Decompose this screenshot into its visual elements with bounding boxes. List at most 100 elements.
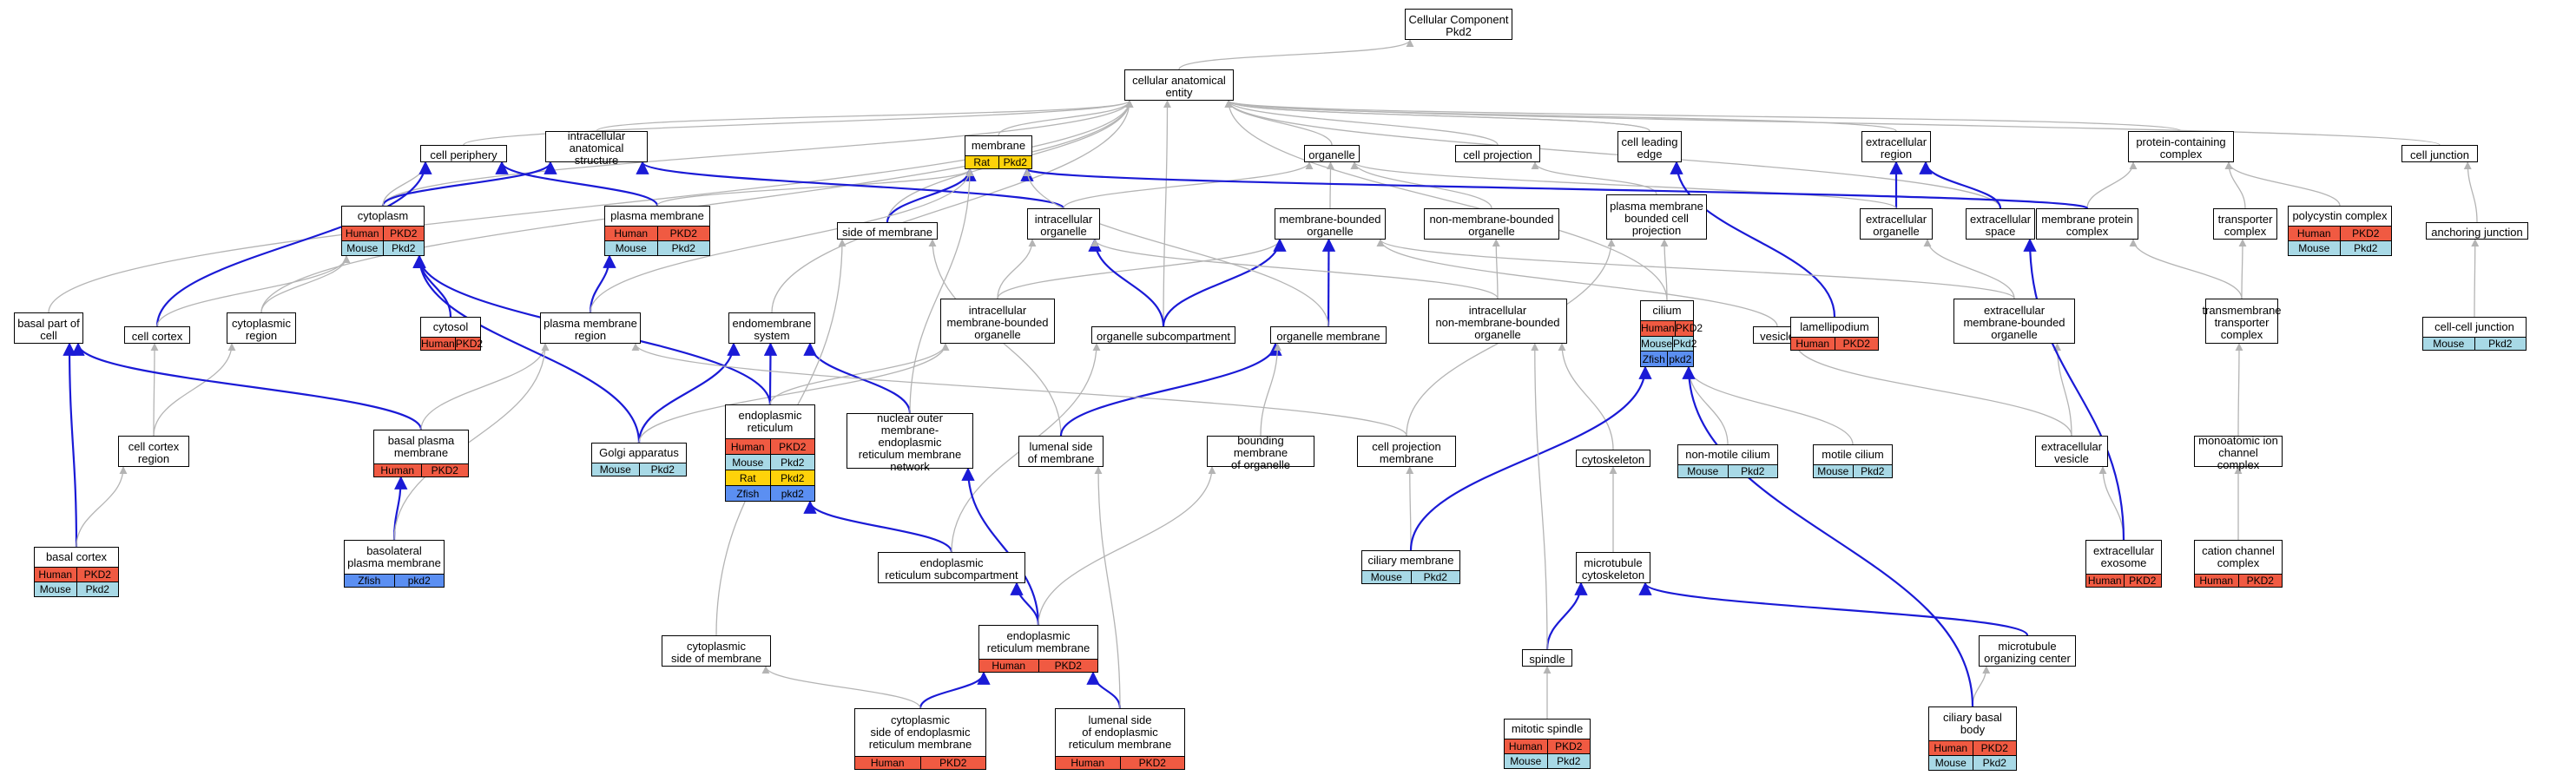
term-label: cytoskeleton <box>1581 453 1645 466</box>
term-label: side of membrane <box>841 226 933 239</box>
gene-label: Pkd2 <box>76 582 119 596</box>
term-label: intracellular anatomical structure <box>567 129 626 167</box>
term-label: cytoplasm <box>357 209 409 222</box>
relation-edge-is-a <box>1531 343 1548 650</box>
go-term-anchoring-junction: anchoring junction <box>2426 222 2528 240</box>
term-label: extracellular organelle <box>1865 213 1927 238</box>
go-term-organelle-subcompartment: organelle subcompartment <box>1091 326 1235 344</box>
go-term-pm-bounded-cell-projection: plasma membrane bounded cell projection <box>1606 194 1707 240</box>
go-term-protein-containing: protein-containing complex <box>2128 131 2234 162</box>
gene-label: Pkd2 <box>1546 754 1591 768</box>
gene-label: PKD2 <box>2123 575 2162 587</box>
go-term-vesicle: vesicle <box>1753 326 1802 344</box>
gene-label: PKD2 <box>1038 660 1098 672</box>
relation-edge-is-a <box>1350 161 1897 209</box>
term-label: intracellular non-membrane-bounded organ… <box>1435 304 1560 341</box>
go-term-nuclear-outer: nuclear outer membrane-endoplasmic retic… <box>847 412 973 473</box>
relation-edge-part-of <box>1638 582 2029 636</box>
relation-edge-is-a <box>2224 161 2246 209</box>
term-label: anchoring junction <box>2431 226 2523 239</box>
term-label: Cellular Component Pkd2 <box>1408 13 1509 38</box>
relation-edge-is-a <box>1094 466 1121 709</box>
go-term-intracellular-mbo: intracellular membrane-bounded organelle <box>940 299 1055 344</box>
term-label: microtubule cytoskeleton <box>1581 556 1645 582</box>
term-label: Golgi apparatus <box>599 446 679 459</box>
term-label: extracellular space <box>1969 213 2032 238</box>
go-term-cell-periphery: cell periphery <box>420 145 507 162</box>
term-label: plasma membrane <box>610 209 704 222</box>
gene-label: PKD2 <box>1119 757 1185 769</box>
gene-label: Pkd2 <box>2339 241 2392 255</box>
term-label: basal plasma membrane <box>387 434 455 459</box>
relation-edge-is-a <box>997 239 1037 299</box>
term-label: motile cilium <box>1822 448 1884 461</box>
relation-edge-is-a <box>638 343 950 444</box>
relation-edge-is-a <box>1038 466 1216 626</box>
term-label: vesicle <box>1760 330 1795 343</box>
relation-edge-is-a <box>1326 161 1335 209</box>
term-label: bounding membrane of organelle <box>1231 434 1290 471</box>
go-term-extracellular-organelle: extracellular organelle <box>1860 208 1933 240</box>
gene-label: PKD2 <box>1972 741 2017 755</box>
gene-label: Pkd2 <box>638 463 687 476</box>
term-label: non-membrane-bounded organelle <box>1429 213 1554 238</box>
relation-edge-is-a <box>1063 161 1314 209</box>
gene-label: Pkd2 <box>656 241 710 255</box>
gene-label: PKD2 <box>1834 338 1879 350</box>
term-label: mitotic spindle <box>1511 722 1584 735</box>
relation-edge-part-of <box>495 161 659 207</box>
relation-edge-is-a <box>463 100 1134 146</box>
go-term-cell-projection-membrane: cell projection membrane <box>1357 436 1456 467</box>
term-label: cilium <box>1652 304 1682 317</box>
go-term-intracellular-as: intracellular anatomical structure <box>545 129 648 167</box>
relation-edge-is-a <box>156 255 351 327</box>
gene-label: Pkd2 <box>998 156 1032 168</box>
gene-label: PKD2 <box>382 227 425 240</box>
relation-edge-is-a <box>150 343 159 437</box>
term-label: membrane-bounded organelle <box>1279 213 1381 238</box>
term-label: cell projection <box>1463 148 1532 161</box>
term-label: protein-containing complex <box>2136 135 2226 161</box>
gene-label: PKD2 <box>769 439 815 454</box>
term-label: cellular anatomical entity <box>1132 74 1226 99</box>
term-label: cytoplasmic side of membrane <box>670 640 762 665</box>
relation-edge-is-a <box>1090 239 1499 299</box>
gene-label: Pkd2 <box>2474 338 2527 350</box>
species-label: Human <box>870 757 905 769</box>
go-term-cell-leading-edge: cell leading edge <box>1617 131 1682 162</box>
relation-edge-part-of <box>919 671 991 709</box>
term-label: polycystin complex <box>2292 209 2388 222</box>
species-label: Zfish <box>1642 352 1665 365</box>
species-label: Mouse <box>1641 338 1673 350</box>
relation-edge-is-a <box>997 239 1284 299</box>
relation-edge-part-of <box>803 500 953 553</box>
term-label: organelle <box>1308 148 1355 161</box>
relation-edge-is-a <box>1972 666 1991 707</box>
species-label: Mouse <box>39 583 71 595</box>
term-label: cation channel complex <box>2202 544 2275 569</box>
relation-edge-part-of <box>1059 342 1282 437</box>
go-term-monoatomic-ion-channel: monoatomic ion channel complex <box>2194 435 2283 471</box>
go-term-transmembrane-transporter-complex: transmembrane transporter complex <box>2202 299 2282 344</box>
term-label: basolateral plasma membrane <box>347 544 441 569</box>
relation-edge-is-a <box>998 100 1134 136</box>
go-term-cell-cortex-region: cell cortex region <box>118 436 189 467</box>
go-term-spindle: spindle <box>1522 649 1572 667</box>
